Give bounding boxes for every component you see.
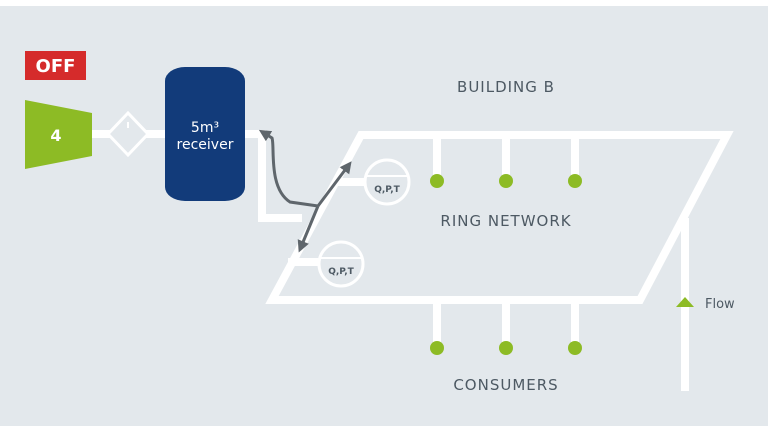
building-label: BUILDING B — [457, 78, 555, 96]
receiver-tank[interactable] — [165, 67, 245, 201]
receiver-label: receiver — [177, 137, 234, 153]
consumer-dot — [430, 341, 444, 355]
pipe-receiver-to-network — [258, 130, 302, 222]
consumer-dot — [568, 341, 582, 355]
filter-diamond-icon — [105, 110, 151, 158]
connection-arrows — [258, 129, 352, 253]
flow-arrow-up-icon — [676, 297, 694, 307]
consumer-dot — [568, 174, 582, 188]
arrow-to-receiver — [258, 129, 319, 208]
compressor-label: 4 — [50, 126, 61, 145]
consumers-label: CONSUMERS — [453, 376, 558, 394]
consumer-dot — [499, 174, 513, 188]
arrow-to-lower-sensor — [297, 205, 320, 253]
consumer-dot — [430, 174, 444, 188]
sensor-label: Q,P,T — [374, 185, 400, 195]
arrow-to-upper-sensor — [316, 161, 352, 207]
compressor[interactable] — [25, 100, 92, 169]
flow-label: Flow — [705, 297, 735, 312]
ring-network-label: RING NETWORK — [440, 212, 571, 230]
sensor-lower: Q,P,T — [317, 240, 365, 288]
receiver-size: 5m³ — [191, 120, 219, 136]
background-panel — [0, 6, 768, 426]
consumer-dot — [499, 341, 513, 355]
sensor-upper: Q,P,T — [363, 158, 411, 206]
status-badge[interactable] — [25, 51, 86, 80]
sensor-label: Q,P,T — [328, 267, 354, 277]
consumer-dots — [430, 174, 582, 355]
sensor-pipes — [288, 178, 369, 266]
status-label: OFF — [36, 56, 76, 77]
